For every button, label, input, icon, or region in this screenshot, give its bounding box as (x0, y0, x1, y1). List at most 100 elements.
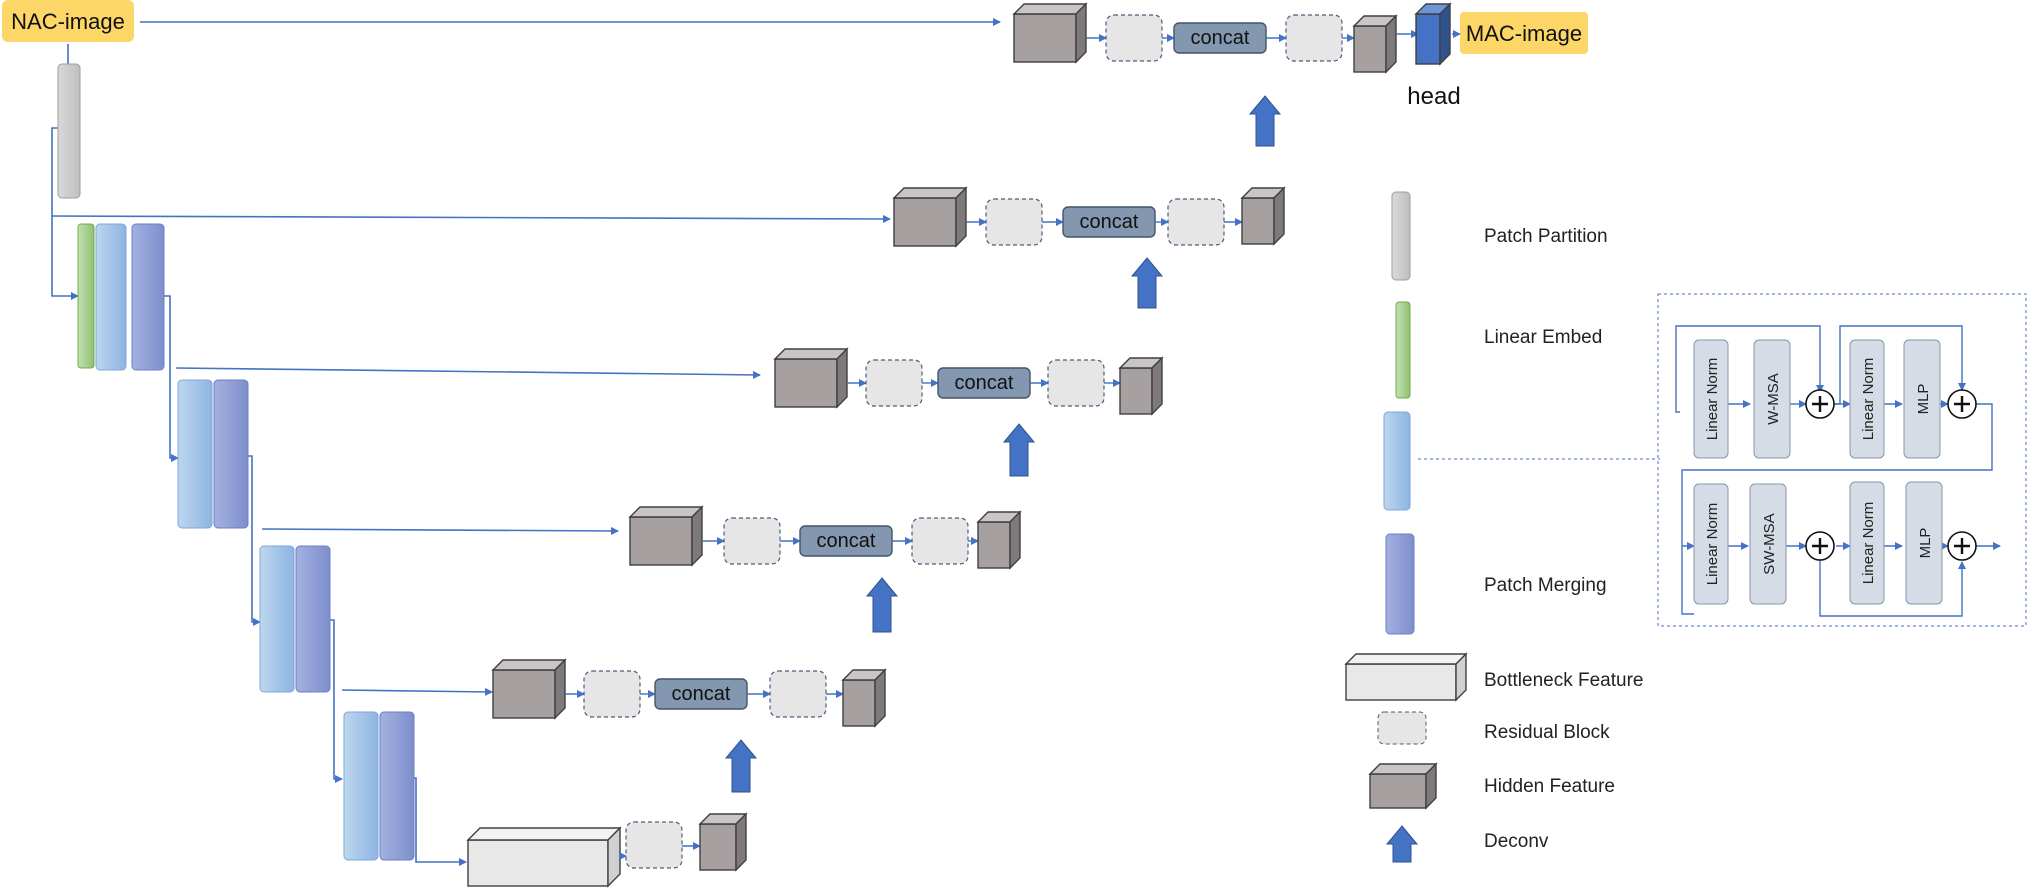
concat-block-5: concat (654, 678, 748, 710)
legend: Patch Partition Linear Embed Patch Mergi… (1344, 191, 1643, 863)
linear-embed-block (77, 223, 95, 369)
patch-merging-l2 (213, 379, 249, 529)
wmsa-label: W-MSA (1765, 373, 1782, 424)
linear-norm-2 (1849, 339, 1885, 459)
mlp-2-label: MLP (1917, 528, 1934, 559)
residual-block-b-4 (911, 517, 969, 565)
hidden-feature-large-5 (491, 658, 567, 720)
add-3-icon (1805, 531, 1835, 561)
concat-block-4-label: concat (817, 530, 876, 552)
bottleneck-feature (466, 826, 622, 888)
hidden-feature-bottleneck (698, 812, 748, 872)
decoder-level-2: concat (892, 186, 1286, 248)
deconv-arrow-3 (1002, 423, 1036, 477)
hidden-feature-large-3 (773, 347, 849, 409)
decoder-level-1: concat (1012, 2, 1398, 74)
decoder-level-3: concat (773, 347, 1164, 416)
decoder-level-5: concat (491, 658, 887, 728)
legend-residual-swatch (1377, 711, 1427, 745)
patch-merging-l4 (379, 711, 415, 861)
residual-block-a-3 (865, 359, 923, 407)
linear-norm-1-label: Linear Norm (1704, 358, 1721, 441)
decoder: concat concat concat concat concat (466, 2, 1398, 888)
swmsa-label: SW-MSA (1761, 513, 1778, 574)
mlp-1-block (1903, 339, 1941, 459)
residual-block-a-5 (583, 670, 641, 718)
wmsa-block (1753, 339, 1791, 459)
linear-norm-4-label: Linear Norm (1860, 502, 1877, 585)
hidden-feature-small-2 (1240, 186, 1286, 246)
add-2-icon (1947, 389, 1977, 419)
residual-block-b-3 (1047, 359, 1105, 407)
concat-block-4: concat (799, 525, 893, 557)
swin-block-l2 (177, 379, 213, 529)
linear-norm-1 (1693, 339, 1729, 459)
residual-block-a-4 (723, 517, 781, 565)
swin-block-l3 (259, 545, 295, 693)
encoder (57, 63, 415, 861)
legend-patch-partition-label: Patch Partition (1484, 226, 1608, 247)
hidden-feature-large-4 (628, 505, 704, 567)
hidden-feature-small-4 (976, 510, 1022, 570)
hidden-feature-large-1 (1012, 2, 1088, 64)
hidden-feature-small-1 (1352, 14, 1398, 74)
legend-bottleneck-swatch (1344, 652, 1468, 702)
add-4-icon (1947, 531, 1977, 561)
residual-block-b-1 (1285, 14, 1343, 62)
legend-linear-embed-label: Linear Embed (1484, 327, 1602, 348)
head-block (1396, 2, 1461, 66)
swin-block-detail: Linear Norm W-MSA Linear Norm MLP Linear… (1657, 293, 2027, 627)
deconv-arrow-4 (865, 577, 899, 633)
legend-deconv-swatch (1385, 825, 1419, 863)
legend-patch-merging-label: Patch Merging (1484, 575, 1607, 596)
residual-block-a-2 (985, 198, 1043, 246)
decoder-level-4: concat (628, 505, 1022, 570)
legend-linear-embed-swatch (1395, 301, 1411, 399)
legend-patch-merging-swatch (1385, 533, 1415, 635)
linear-norm-3-label: Linear Norm (1704, 503, 1721, 586)
swmsa-block (1749, 483, 1787, 605)
deconv-arrows (724, 95, 1282, 793)
patch-merging-l3 (295, 545, 331, 693)
legend-hidden-cube (1368, 762, 1438, 810)
legend-hidden-swatch (1368, 762, 1438, 810)
concat-block-1-label: concat (1191, 27, 1250, 49)
linear-norm-2-label: Linear Norm (1860, 358, 1877, 441)
deconv-arrow-1 (1248, 95, 1282, 147)
residual-block-b-2 (1167, 198, 1225, 246)
mlp-1-label: MLP (1915, 384, 1932, 415)
linear-norm-3 (1693, 483, 1729, 605)
legend-swin-block-swatch (1383, 411, 1411, 511)
concat-block-5-label: concat (672, 683, 731, 705)
hidden-feature-large-2 (892, 186, 968, 248)
add-1-icon (1805, 389, 1835, 419)
linear-norm-4 (1849, 481, 1885, 605)
mlp-2-block (1905, 481, 1943, 605)
swin-block-l4 (343, 711, 379, 861)
patch-merging-l1 (131, 223, 165, 371)
hidden-feature-small-3 (1118, 356, 1164, 416)
legend-patch-partition-swatch (1391, 191, 1411, 281)
deconv-arrow-2 (1130, 257, 1164, 309)
deconv-arrow-5 (724, 739, 758, 793)
input-label: NAC-image (11, 9, 125, 34)
legend-deconv-label: Deconv (1484, 831, 1549, 852)
legend-hidden-label: Hidden Feature (1484, 776, 1615, 797)
patch-partition-block (57, 63, 81, 199)
output-node: MAC-image (1460, 12, 1588, 54)
output-label: MAC-image (1466, 21, 1582, 46)
swin-block-l1 (95, 223, 127, 371)
concat-block-1: concat (1173, 22, 1267, 54)
input-node: NAC-image (2, 0, 134, 42)
hidden-feature-small-5 (841, 668, 887, 728)
legend-bottleneck-label: Bottleneck Feature (1484, 670, 1643, 691)
legend-deconv-arrow (1385, 825, 1419, 863)
residual-block-b-5 (769, 670, 827, 718)
head-cube (1414, 2, 1452, 66)
legend-residual-label: Residual Block (1484, 722, 1610, 743)
concat-block-2-label: concat (1080, 211, 1139, 233)
bottleneck-level (466, 812, 748, 888)
head-label: head (1407, 83, 1460, 110)
residual-block-bottleneck (625, 821, 683, 869)
